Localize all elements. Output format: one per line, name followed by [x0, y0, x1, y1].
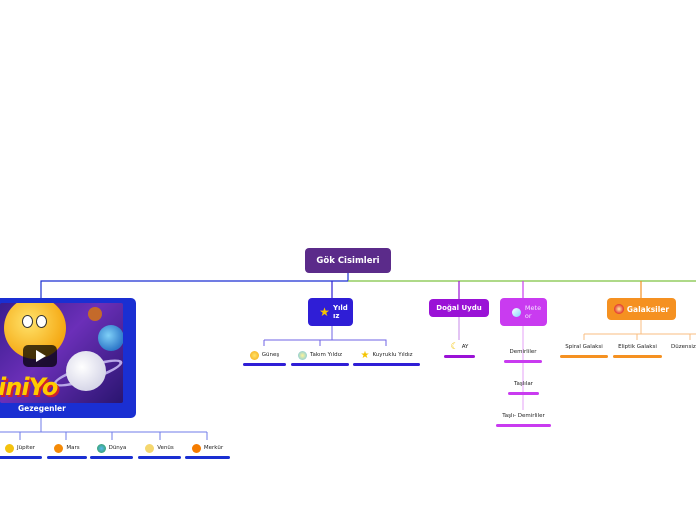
venus-icon — [145, 443, 155, 453]
planet-image — [88, 307, 102, 321]
yildiz-label-line1: Yıld — [332, 304, 348, 312]
constellation-icon — [298, 350, 308, 360]
video-thumbnail[interactable]: iniYo — [0, 303, 123, 403]
gezegen-item-dunya[interactable]: Dünya — [90, 441, 133, 459]
gezegen-item-label: Dünya — [108, 445, 127, 451]
meteor-item-label: Taşlı- Demirliler — [502, 413, 545, 419]
yildiz-label-line2: ız — [332, 312, 340, 320]
yildiz-item-label: Güneş — [261, 352, 280, 358]
gezegen-item-label: Jüpiter — [17, 445, 35, 451]
video-logo: iniYo — [0, 373, 58, 401]
sun-icon — [249, 350, 259, 360]
meteor-item-tasli-demirliler[interactable]: Taşlı- Demirliler — [496, 409, 551, 427]
gezegen-item-merkur[interactable]: Merkür — [185, 441, 230, 459]
meteor-item-label: Taşlılar — [514, 381, 533, 387]
jupiter-icon — [5, 443, 15, 453]
connector-gezegenler-children — [0, 418, 208, 440]
galaksiler-label: Galaksiler — [626, 304, 670, 314]
galaksi-item-label: Spiral Galaksi — [565, 344, 603, 350]
gezegen-item-label: Mars — [66, 445, 80, 451]
meteor-item-label: Demirliler — [509, 349, 537, 355]
earth-icon — [96, 443, 106, 453]
connector-galaksiler-children — [583, 320, 696, 340]
galaksi-item-label: Eliptik Galaksi — [618, 344, 657, 350]
meteor-icon — [511, 307, 521, 317]
yildiz-item-kuyruklu-yildiz[interactable]: ★ Kuyruklu Yıldız — [353, 348, 420, 366]
gezegen-item-label: Venüs — [157, 445, 174, 451]
earth-image — [98, 325, 123, 351]
connector-yildiz-children — [263, 326, 387, 346]
meteor-label-line2: or — [524, 312, 532, 320]
gezegen-item-venus[interactable]: Venüs — [138, 441, 181, 459]
mars-icon — [54, 443, 64, 453]
connector-gezegenler — [40, 273, 349, 298]
yildiz-item-label: Kuyruklu Yıldız — [372, 352, 413, 358]
galaksi-item-label: Düzensiz — [671, 344, 696, 350]
meteor-node[interactable]: Mete or — [500, 298, 547, 326]
star-icon: ★ — [319, 304, 330, 319]
dogal-uydu-node[interactable]: Doğal Uydu — [429, 299, 489, 317]
meteor-label-line1: Mete — [524, 304, 542, 312]
galaksi-item-duzensiz[interactable]: Düzensiz — [667, 340, 696, 354]
galaksi-item-spiral[interactable]: Spiral Galaksi — [560, 340, 608, 358]
gezegen-item-jupiter[interactable]: Jüpiter — [0, 441, 42, 459]
gezegenler-node[interactable]: iniYo Gezegenler — [0, 298, 136, 418]
root-node[interactable]: Gök Cisimleri — [305, 248, 391, 273]
meteor-item-taslilar[interactable]: Taşlılar — [508, 377, 539, 395]
gezegen-item-mars[interactable]: Mars — [47, 441, 87, 459]
galaksi-item-eliptik[interactable]: Eliptik Galaksi — [613, 340, 662, 358]
meteor-item-demirliler[interactable]: Demirliler — [504, 345, 542, 363]
yildiz-item-takim-yildiz[interactable]: Takım Yıldız — [291, 348, 349, 366]
play-button[interactable] — [23, 345, 57, 367]
dogal-uydu-item-label: AY — [461, 344, 469, 350]
yildiz-item-gunes[interactable]: Güneş — [243, 348, 286, 366]
mercury-icon — [191, 443, 201, 453]
yildiz-node[interactable]: ★ Yıld ız — [308, 298, 353, 326]
yildiz-item-label: Takım Yıldız — [310, 352, 342, 358]
galaksiler-node[interactable]: Galaksiler — [607, 298, 676, 320]
comet-star-icon: ★ — [360, 349, 370, 361]
dogal-uydu-item-ay[interactable]: ☾ AY — [444, 340, 475, 358]
dogal-uydu-label: Doğal Uydu — [436, 304, 482, 312]
moon-icon: ☾ — [450, 342, 459, 352]
gezegenler-label: Gezegenler — [18, 404, 66, 413]
saturn-image — [66, 351, 106, 391]
root-label: Gök Cisimleri — [316, 255, 380, 266]
galaxy-icon — [613, 304, 624, 314]
gezegen-item-label: Merkür — [203, 445, 224, 451]
